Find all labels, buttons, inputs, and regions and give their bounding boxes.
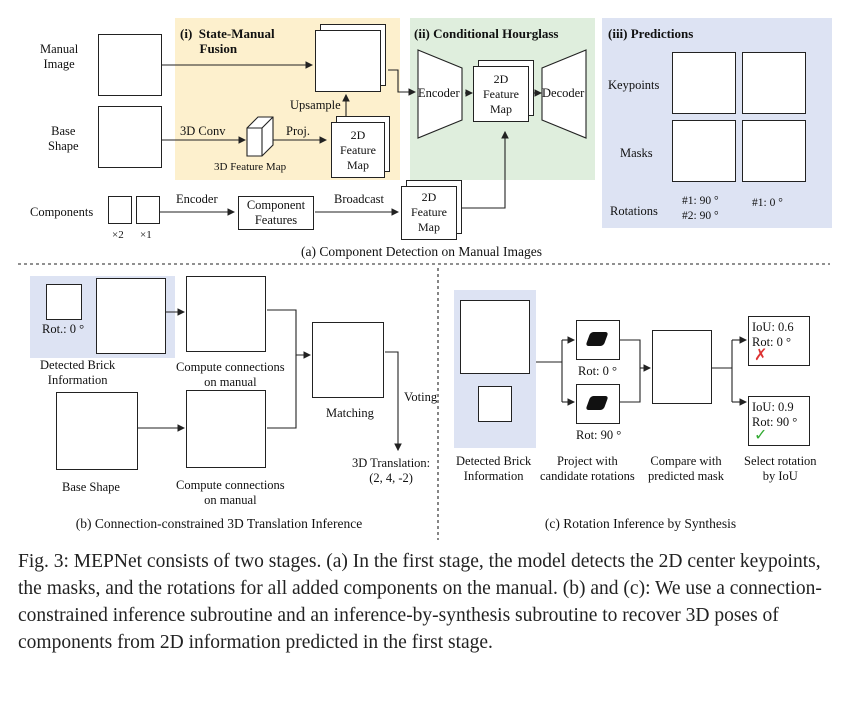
reject-icon: ✗: [754, 347, 768, 364]
component-thumb-2: [136, 196, 160, 224]
component-features-box: [238, 196, 314, 230]
rotation-left: #1: 90 ° #2: 90 °: [682, 195, 719, 222]
compute-connections-1: [186, 276, 266, 352]
feature2d-label-1: 2D Feature Map: [340, 128, 376, 172]
translation-label: 3D Translation: (2, 4, -2): [352, 456, 431, 485]
components-label: Components: [30, 205, 94, 219]
result-box-1: [748, 316, 810, 366]
feature2d-label-2: 2D Feature Map: [483, 72, 519, 116]
base-shape-label: Base Shape: [48, 124, 79, 153]
pred-keypoints-1: [672, 52, 736, 114]
detected-label-b: Detected Brick Information: [40, 358, 116, 387]
pred-mask-2: [742, 120, 806, 182]
rot90-label: Rot: 90 °: [576, 428, 622, 442]
fused-feature-thumb: [315, 30, 381, 92]
result-text-1: IoU: 0.6 Rot: 0 °: [752, 320, 794, 349]
predictions-title: (iii) Predictions: [608, 26, 694, 41]
count-x2: ×2: [112, 229, 124, 241]
compute-label-2: Compute connections on manual: [176, 478, 285, 507]
detected-brick-small: [46, 284, 82, 320]
detected-brick-c-small: [478, 386, 512, 422]
base-shape-b: [56, 392, 138, 470]
caption-b: (b) Connection-constrained 3D Translatio…: [75, 516, 363, 531]
predicted-mask-c: [652, 330, 712, 404]
component-features-label: Component Features: [246, 198, 306, 227]
proj-label: Proj.: [286, 124, 310, 138]
count-x1: ×1: [140, 229, 152, 241]
broadcast-label: Broadcast: [334, 192, 384, 206]
rot0-label: Rot: 0 °: [578, 364, 618, 378]
feature3d-label: 3D Feature Map: [214, 161, 287, 173]
matching-label: Matching: [326, 406, 374, 420]
figure-caption: Fig. 3: MEPNet consists of two stages. (…: [18, 551, 822, 653]
pred-keypoints-2: [742, 52, 806, 114]
compute-connections-2: [186, 390, 266, 468]
pred-mask-1: [672, 120, 736, 182]
manual-image-label: Manual Image: [40, 42, 79, 71]
compute-label-1: Compute connections on manual: [176, 360, 285, 389]
upsample-label: Upsample: [290, 98, 341, 112]
accept-icon: ✓: [754, 427, 768, 444]
decoder-label: Decoder: [542, 86, 585, 100]
fusion-title: (i) State-Manual Fusion: [180, 26, 275, 56]
component-thumb-1: [108, 196, 132, 224]
pred-row-masks: Masks: [620, 146, 653, 160]
encoder-small-label: Encoder: [176, 192, 218, 206]
caption-a: (a) Component Detection on Manual Images: [300, 244, 543, 259]
select-label: Select rotation by IoU: [744, 454, 817, 483]
rot-b: Rot.: 0 °: [42, 322, 85, 336]
conv3d-label: 3D Conv: [180, 124, 226, 138]
matching-image: [312, 322, 384, 398]
project-label: Project with candidate rotations: [540, 454, 635, 483]
voting-label: Voting: [404, 390, 438, 404]
compare-label: Compare with predicted mask: [648, 454, 725, 483]
detected-brick-image: [96, 278, 166, 354]
pred-row-rotations: Rotations: [610, 204, 658, 218]
hourglass-title: (ii) Conditional Hourglass: [414, 26, 559, 41]
caption-c: (c) Rotation Inference by Synthesis: [544, 516, 737, 531]
base-shape-thumb: [98, 106, 162, 168]
result-box-2: [748, 396, 810, 446]
encoder-label: Encoder: [418, 86, 460, 100]
manual-image-thumb: [98, 34, 162, 96]
rotation-right: #1: 0 °: [752, 197, 783, 209]
base-label-b: Base Shape: [62, 480, 120, 494]
detected-brick-c: [460, 300, 530, 374]
detected-label-c: Detected Brick Information: [456, 454, 532, 483]
pred-row-keypoints: Keypoints: [608, 78, 660, 92]
projection-rot0: [576, 320, 620, 360]
result-text-2: IoU: 0.9 Rot: 90 °: [752, 400, 798, 429]
feature2d-label-3: 2D Feature Map: [411, 190, 447, 234]
